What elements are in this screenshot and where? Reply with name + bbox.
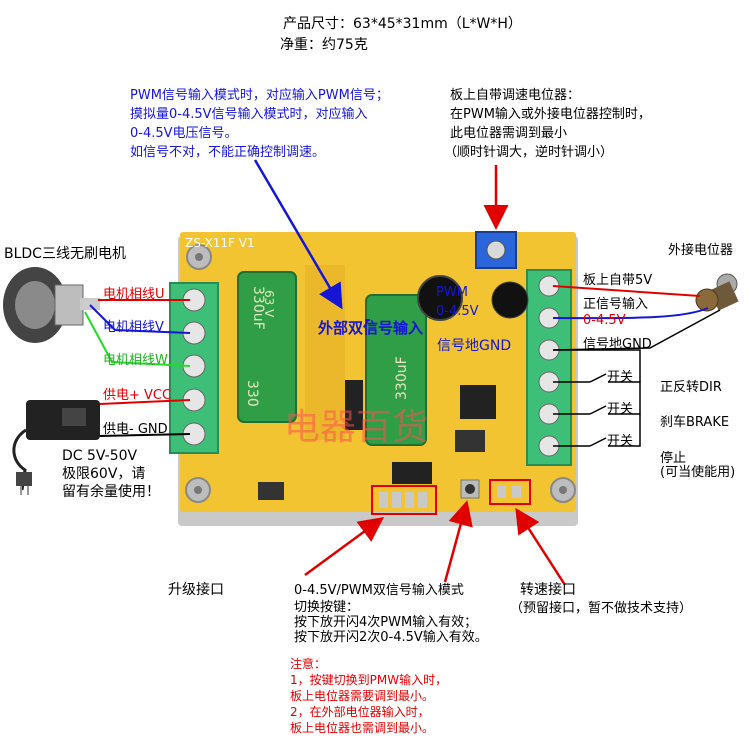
pot-note-line-4: （顺时针调大，逆时针调小）: [444, 145, 614, 160]
pot-note-line-3: 此电位器需调到最小: [450, 126, 568, 141]
power-adapter: [12, 400, 100, 495]
dir-label: 正反转DIR: [660, 380, 722, 395]
pwm-note-line-3: 0-4.5V电压信号。: [130, 126, 238, 141]
speed-port-label: 转速接口: [520, 582, 576, 598]
mode-line-3: 按下放开闪2次0-4.5V输入有效。: [294, 630, 488, 645]
speed-port-note: （预留接口，暂不做技术支持）: [510, 601, 693, 616]
notice-title: 注意：: [290, 657, 327, 671]
terminal-u-label: 电机相线U: [103, 287, 165, 302]
terminal-gnd-label: 供电- GND: [103, 422, 168, 437]
upgrade-port-label: 升级接口: [168, 582, 224, 598]
notice-line-1: 1，按键切换到PMW输入时，: [290, 673, 448, 687]
external-dual-input: 外部双信号输入: [318, 319, 424, 337]
pwm-note-line-4: 如信号不对，不能正确控制调速。: [130, 145, 326, 160]
switch-label-1: 开关: [607, 370, 634, 385]
mode-line-2: 按下放开闪4次PWM输入有效；: [294, 615, 478, 630]
stop-label: 停止: [660, 451, 687, 466]
signal-gnd-board-label: 信号地GND: [437, 338, 512, 354]
terminal-w-label: 电机相线W: [103, 353, 168, 368]
mode-line-1: 切换按键：: [294, 600, 360, 615]
board-model: ZS-X11F V1: [185, 236, 255, 250]
signal-gnd-label: 信号地GND: [583, 337, 652, 352]
board-5v-label: 板上自带5V: [583, 273, 653, 288]
notice-line-2: 板上电位器需要调到最小。: [290, 689, 435, 703]
pot-note-line-2: 在PWM输入或外接电位器控制时，: [450, 107, 651, 122]
switch-label-2: 开关: [607, 402, 634, 417]
bldc-motor: [3, 267, 100, 343]
cap-label-2: 330: [244, 380, 260, 407]
cap-volt-1: 63 V: [262, 290, 276, 318]
pwm-board-label: PWM: [436, 285, 468, 300]
cap-label-3: 330uF: [394, 356, 410, 400]
power-note-line-3: 留有余量使用！: [62, 484, 160, 500]
pwm-note-line-1: PWM信号输入模式时，对应输入PWM信号；: [130, 88, 389, 103]
brake-label: 刹车BRAKE: [660, 415, 730, 430]
switch-label-3: 开关: [607, 434, 634, 449]
motor-title: BLDC三线无刷电机: [4, 246, 126, 262]
terminal-vcc-label: 供电+ VCC: [103, 388, 172, 403]
power-note-line-1: DC 5V-50V: [62, 448, 138, 464]
stop-note: (可当使能用): [660, 465, 736, 480]
power-note-line-2: 极限60V，请: [62, 466, 146, 482]
mode-title: 0-4.5V/PWM双信号输入模式: [294, 583, 464, 598]
pos-signal-label: 正信号输入: [583, 297, 649, 312]
range-label: 0-4.5V: [583, 313, 626, 328]
range-board-label: 0-4.5V: [436, 304, 479, 319]
weight-line: 净重：约75克: [280, 37, 368, 53]
pot-note-line-1: 板上自带调速电位器：: [450, 88, 581, 103]
terminal-v-label: 电机相线V: [103, 320, 164, 335]
external-pot-title: 外接电位器: [668, 243, 734, 258]
watermark: 电器百货: [284, 407, 429, 448]
external-pot: [695, 273, 739, 312]
pcb-board: [169, 231, 578, 526]
notice-line-3: 2，在外部电位器输入时，: [290, 705, 430, 719]
notice-line-4: 板上电位器也需调到最小。: [290, 721, 435, 735]
switch-lines: [553, 349, 641, 447]
pwm-note-line-2: 摸拟量0-4.5V信号输入模式时，对应输入: [130, 107, 368, 122]
size-line: 产品尺寸：63*45*31mm（L*W*H）: [283, 16, 522, 32]
